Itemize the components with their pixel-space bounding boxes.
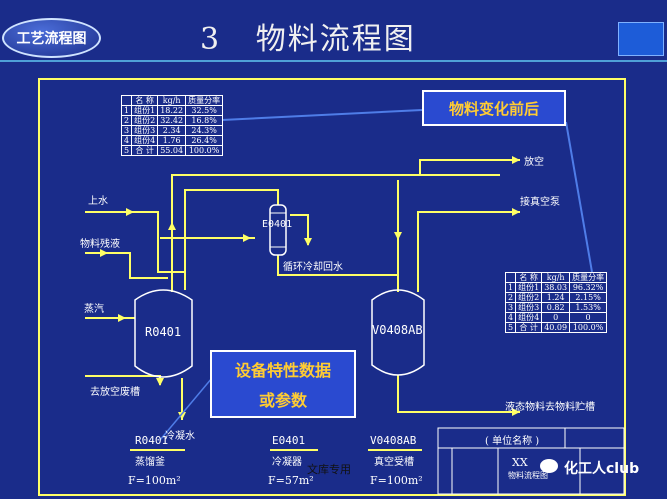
arrow-steam	[118, 314, 126, 322]
pipe-cooling	[290, 214, 309, 245]
header-bar	[0, 0, 667, 62]
spec-name-e0401: 冷凝器	[272, 457, 302, 468]
leader-after	[565, 121, 593, 273]
label-top-water: 上水	[88, 196, 108, 207]
vessel-v0408ab	[371, 289, 425, 376]
arrow-drain	[156, 378, 164, 386]
arrow-reflux	[243, 234, 251, 242]
arrow-down-v	[394, 232, 402, 240]
condenser-e0401	[269, 204, 287, 256]
title-block-drawing: XX	[512, 456, 528, 469]
arrow-vacuum	[512, 208, 520, 216]
spec-tag-v0408ab: V0408AB	[370, 434, 417, 447]
pipe-vacuum-2	[417, 211, 520, 292]
label-drain: 去放空废槽	[90, 387, 140, 398]
leader-before	[221, 109, 423, 121]
arrow-feed	[100, 249, 108, 257]
spec-area-r0401: F=100m²	[128, 474, 181, 487]
callout-equipment-data: 设备特性数据 或参数	[210, 350, 356, 418]
header-divider	[0, 60, 667, 62]
tag-v0408ab: V0408AB	[372, 323, 423, 337]
arrow-liquid	[512, 408, 520, 416]
pipe-vapor	[171, 174, 500, 292]
spec-area-v0408ab: F=100m²	[370, 474, 423, 487]
pipe-liquid	[397, 375, 520, 413]
watermark-brand: 化工人club	[564, 461, 640, 477]
label-liquid-to-tank: 液态物料去物料贮槽	[505, 402, 595, 413]
arrow-top-water	[126, 208, 134, 216]
title-block-unit: ( 单位名称 )	[485, 436, 540, 447]
callout-material-change: 物料变化前后	[422, 90, 566, 126]
spec-tag-r0401: R0401	[135, 434, 169, 447]
arrow-vent	[512, 156, 520, 164]
arrow-cooling	[304, 238, 312, 246]
pipe-vapor-to-e	[184, 189, 279, 290]
title-block-drawing-sub: 物料流程图	[508, 471, 548, 480]
spec-name-r0401: 蒸馏釜	[135, 457, 165, 468]
callout-line1: 设备特性数据	[234, 361, 331, 380]
spec-area-e0401: F=57m²	[268, 474, 314, 487]
arrow-vapor-up	[168, 222, 176, 230]
label-cooling-return: 循环冷却回水	[283, 262, 343, 273]
pipe-vent	[419, 159, 520, 175]
watermark-library: 文库专用	[307, 463, 351, 476]
section-badge[interactable]: 工艺流程图	[2, 18, 101, 58]
table-row: 名 称 kg/h 质量分率	[504, 272, 608, 283]
pipe-feed	[85, 252, 168, 279]
title-block	[437, 427, 625, 495]
drawing-frame	[38, 78, 626, 496]
nav-button[interactable]	[618, 22, 664, 56]
vessel-r0401	[134, 289, 193, 378]
leader-spec	[159, 377, 213, 441]
wechat-icon	[540, 459, 558, 473]
label-vacuum: 接真空泵	[520, 197, 560, 208]
callout-line2: 或参数	[258, 391, 307, 410]
spec-tag-e0401: E0401	[272, 434, 306, 447]
arrow-condensate	[178, 412, 186, 420]
label-steam: 蒸汽	[84, 304, 104, 315]
page-title: 3 物料流程图	[200, 22, 416, 57]
label-feed: 物料残液	[80, 239, 120, 250]
label-vent: 放空	[524, 157, 544, 168]
table-row: 名 称 kg/h 质量分率	[120, 95, 224, 106]
tag-r0401: R0401	[145, 325, 182, 339]
label-condensate: 冷凝水	[165, 431, 195, 442]
tag-e0401: E0401	[262, 219, 293, 230]
spec-name-v0408ab: 真空受槽	[374, 457, 414, 468]
